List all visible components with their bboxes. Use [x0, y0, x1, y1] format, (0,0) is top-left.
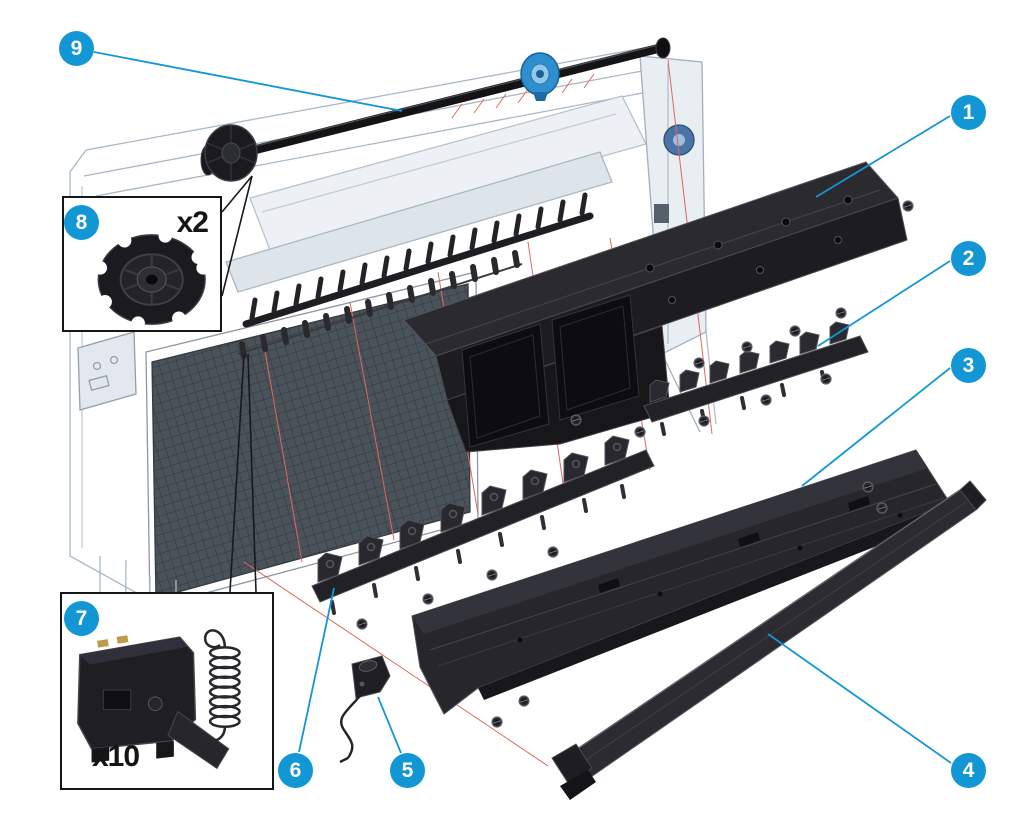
leader-line-3	[801, 367, 951, 487]
trim-strip-part-4	[551, 480, 987, 800]
output-teeth-comb	[237, 192, 594, 359]
inset-box-hub: x2	[62, 196, 222, 332]
callout-8-badge: 8	[64, 205, 99, 240]
sensor-cable-part-5	[339, 655, 391, 764]
inset-box-spring-assembly: x10	[60, 592, 274, 790]
spindle-blue-hub	[520, 52, 560, 101]
callout-9-badge: 9	[59, 31, 94, 66]
spindle-assembly	[200, 37, 671, 182]
multiplier-x10: x10	[92, 740, 140, 773]
callout-2-badge: 2	[951, 241, 986, 276]
rear-cover-part-1	[403, 161, 908, 453]
callout-3-badge: 3	[951, 348, 986, 383]
callout-7-badge: 7	[64, 601, 99, 636]
multiplier-x2: x2	[176, 206, 209, 239]
leader-line-9	[93, 51, 403, 112]
coil-spring	[194, 629, 241, 743]
callout-1-badge: 1	[951, 95, 986, 130]
leader-line-4	[767, 633, 952, 764]
tooth-rail-part-2	[643, 321, 869, 436]
platen-cover-part-3	[411, 449, 956, 715]
leader-line-5	[377, 696, 402, 754]
callout-5-badge: 5	[390, 753, 425, 788]
leader-lines	[93, 51, 952, 764]
leader-line-1	[815, 115, 951, 198]
sensor-cable	[339, 695, 361, 759]
hub-illustration	[93, 229, 210, 330]
callout-4-badge: 4	[951, 753, 986, 788]
spindle-right-end	[655, 37, 671, 59]
leader-line-2	[817, 260, 951, 347]
inset-pointer-lines	[221, 175, 257, 593]
spindle-rod	[217, 42, 669, 163]
callout-6-badge: 6	[278, 753, 313, 788]
leader-line-6	[298, 587, 335, 753]
spring-assembly-illustration	[77, 629, 241, 770]
tooth-rail-part-6	[311, 435, 655, 615]
